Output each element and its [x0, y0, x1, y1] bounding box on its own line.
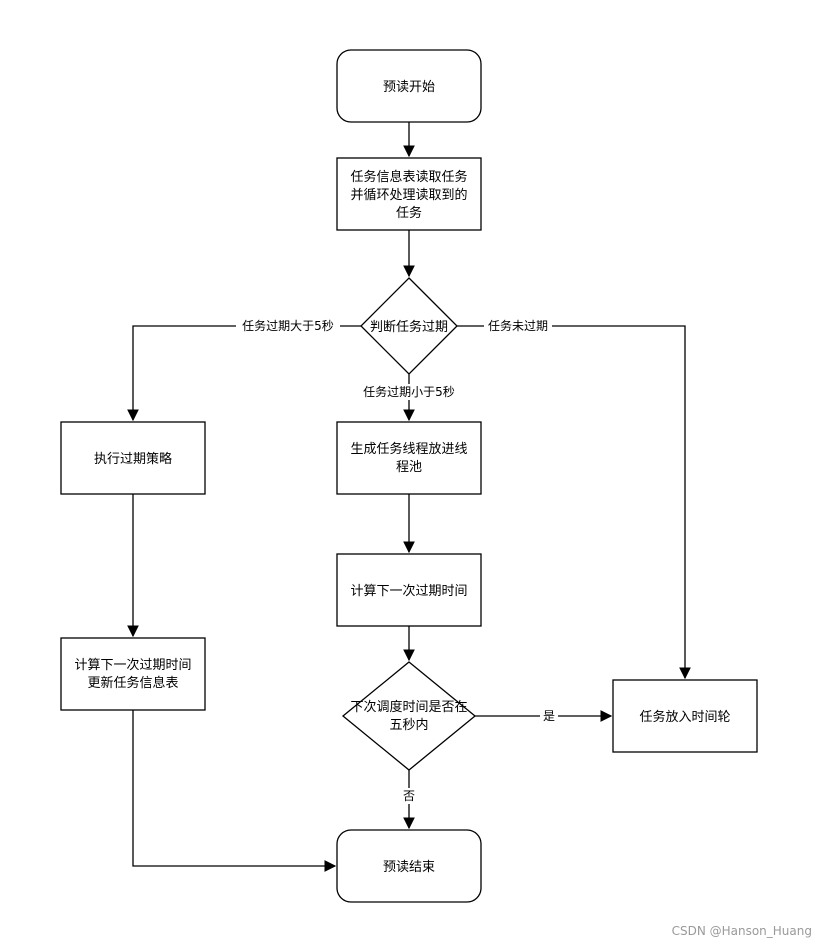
node-judge-expire-label: 判断任务过期	[370, 319, 448, 335]
node-thread-pool: 生成任务线程放进线 程池	[336, 421, 482, 495]
node-start: 预读开始	[336, 49, 482, 123]
node-within-five-line-1: 下次调度时间是否在	[350, 699, 467, 715]
node-thread-pool-line-1: 生成任务线程放进线	[350, 441, 467, 457]
edge-label-yes: 是	[540, 708, 558, 724]
edge-judge-to-time-wheel	[457, 325, 691, 680]
node-read-tasks: 任务信息表读取任务 并循环处理读取到的 任务	[336, 157, 482, 231]
svg-text:任务过期大于5秒: 任务过期大于5秒	[242, 318, 334, 333]
edge-label-not-expired: 任务未过期	[484, 318, 552, 334]
node-thread-pool-line-2: 程池	[396, 460, 422, 475]
node-calc-update-line-1: 计算下一次过期时间	[74, 657, 191, 673]
node-expire-strategy-label: 执行过期策略	[94, 451, 172, 467]
svg-text:否: 否	[403, 789, 415, 803]
node-time-wheel: 任务放入时间轮	[612, 679, 758, 753]
node-within-five: 下次调度时间是否在 五秒内	[341, 661, 477, 771]
node-calc-update-left: 计算下一次过期时间 更新任务信息表	[60, 637, 206, 711]
node-end-label: 预读结束	[383, 860, 435, 875]
svg-text:任务过期小于5秒: 任务过期小于5秒	[363, 384, 455, 399]
node-time-wheel-label: 任务放入时间轮	[639, 709, 730, 725]
edge-label-over-5s: 任务过期大于5秒	[236, 318, 340, 334]
node-start-label: 预读开始	[383, 80, 435, 95]
node-read-line-2: 并循环处理读取到的	[350, 187, 467, 203]
edge-label-under-5s: 任务过期小于5秒	[356, 384, 462, 400]
edge-calc-update-to-end	[132, 710, 337, 872]
node-judge-expire: 判断任务过期	[360, 277, 458, 375]
node-end: 预读结束	[336, 829, 482, 903]
node-read-line-3: 任务	[396, 205, 422, 221]
edge-judge-to-strategy	[127, 325, 361, 422]
edge-label-no: 否	[400, 788, 418, 804]
node-calc-update-line-2: 更新任务信息表	[87, 675, 178, 691]
node-read-line-1: 任务信息表读取任务	[350, 169, 467, 185]
node-expire-strategy: 执行过期策略	[60, 421, 206, 495]
node-within-five-line-2: 五秒内	[389, 717, 428, 733]
watermark: CSDN @Hanson_Huang	[672, 924, 812, 938]
node-calc-next-center: 计算下一次过期时间	[336, 553, 482, 627]
svg-text:任务未过期: 任务未过期	[488, 318, 548, 333]
svg-text:是: 是	[543, 709, 555, 723]
node-calc-next-center-label: 计算下一次过期时间	[350, 583, 467, 599]
